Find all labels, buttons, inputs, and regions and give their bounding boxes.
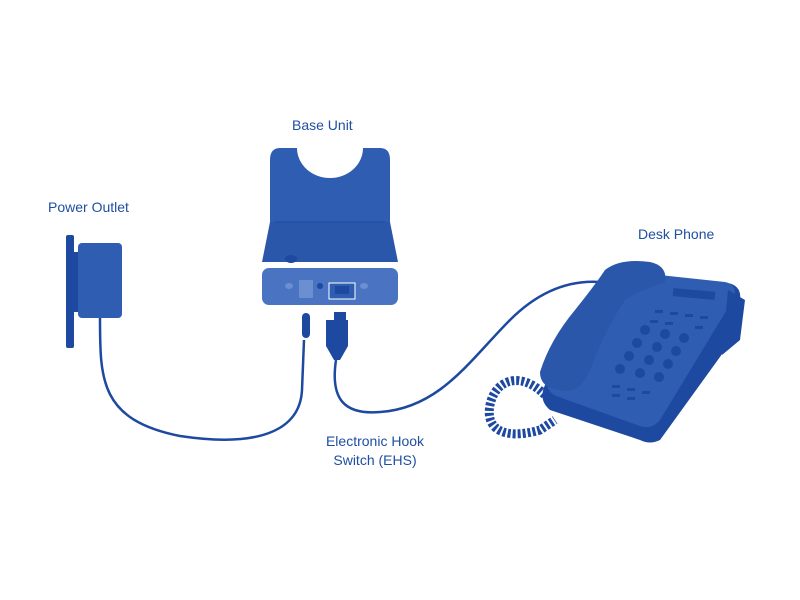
ehs-plug: [326, 320, 348, 360]
label-ehs: Electronic Hook Switch (EHS): [316, 432, 434, 470]
ehs-cable: [333, 280, 601, 414]
label-base-unit: Base Unit: [292, 117, 353, 133]
desk-phone: [484, 261, 745, 443]
label-desk-phone: Desk Phone: [638, 226, 715, 242]
label-ehs-line1: Electronic Hook: [325, 433, 425, 449]
label-power-outlet: Power Outlet: [48, 199, 129, 215]
power-plug: [302, 313, 310, 338]
power-outlet: [66, 235, 122, 348]
label-ehs-line2: Switch (EHS): [333, 452, 417, 468]
handset: [540, 261, 666, 391]
power-cable: [98, 317, 306, 441]
base-unit: [262, 148, 398, 360]
coiled-cord: [484, 376, 558, 439]
